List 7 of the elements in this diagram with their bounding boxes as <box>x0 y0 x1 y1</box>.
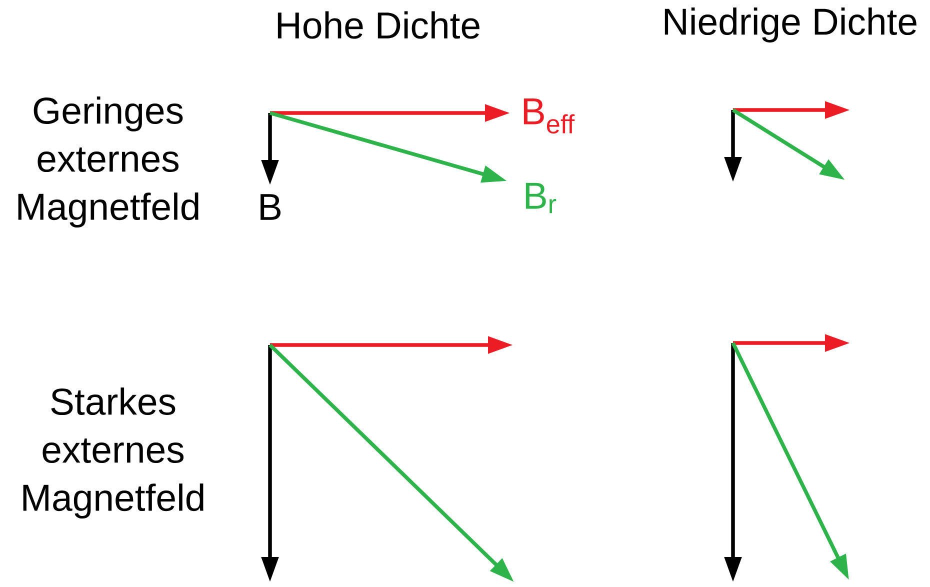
row-heading: Starkes externes Magnetfeld <box>23 388 204 518</box>
vector-label: B$_{r}$ <box>526 182 556 214</box>
column-heading: Niedrige Dichte <box>664 8 916 42</box>
vector-label: B <box>260 194 281 220</box>
row-heading: Geringes externes Magnetfeld <box>18 96 198 228</box>
column-heading: Hohe Dichte <box>278 11 480 39</box>
vector-label: B$_{eff}$ <box>524 98 575 134</box>
